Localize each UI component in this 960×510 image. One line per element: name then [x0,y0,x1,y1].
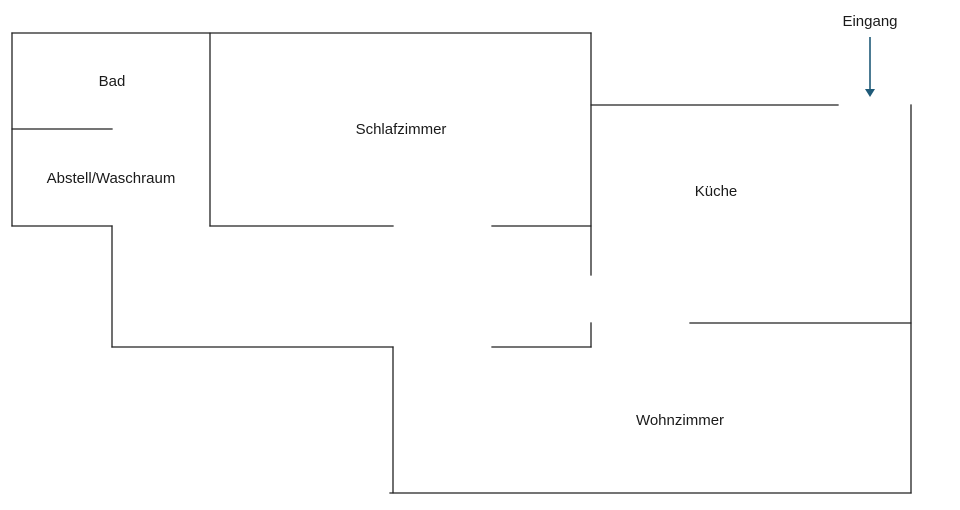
room-label-schlafzimmer: Schlafzimmer [356,121,447,138]
room-labels: Bad Abstell/Waschraum Schlafzimmer Küche… [47,73,738,429]
room-label-abstell: Abstell/Waschraum [47,170,176,187]
entrance-label: Eingang [842,13,897,30]
entrance-arrow-icon [865,89,875,97]
room-label-wohnzimmer: Wohnzimmer [636,412,724,429]
entrance: Eingang [842,13,898,97]
room-label-bad: Bad [99,73,126,90]
walls [11,32,912,494]
room-label-kueche: Küche [695,183,738,200]
